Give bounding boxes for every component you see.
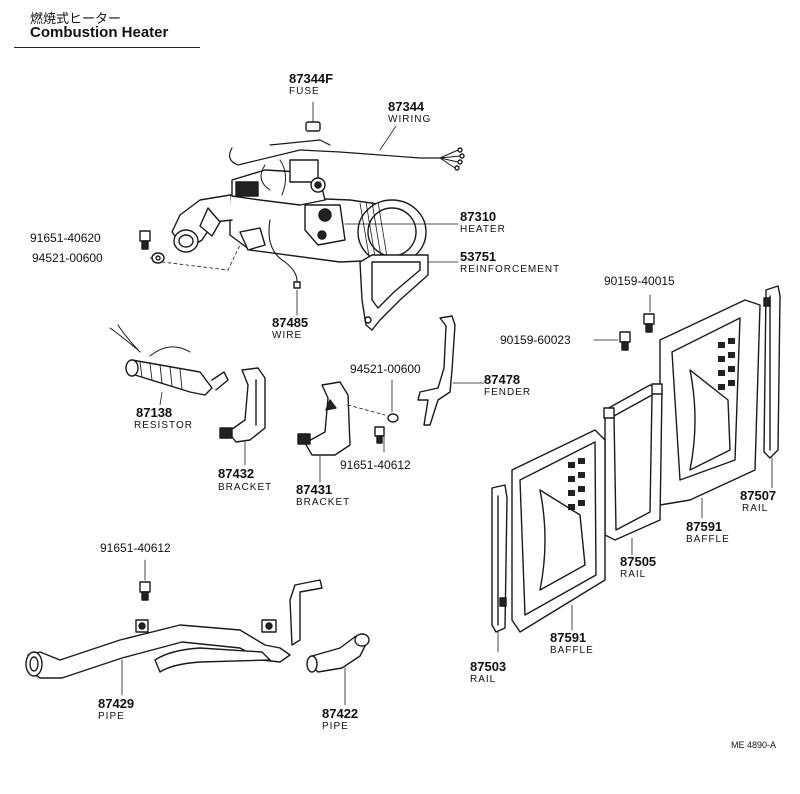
bracket-87431-illustration: [297, 381, 351, 456]
part-name-bracket-87431: BRACKET: [296, 497, 351, 508]
bolt-91651-40620: [139, 230, 151, 250]
part-number-87429: 87429: [98, 696, 135, 711]
part-number-87344F: 87344F: [289, 71, 334, 86]
part-name-fender: FENDER: [484, 387, 532, 398]
part-number-87591-front: 87591: [550, 630, 587, 645]
part-number-87485: 87485: [272, 315, 309, 330]
fender-87478-illustration: [417, 315, 456, 426]
title-english: Combustion Heater: [30, 24, 169, 41]
baffle-87591b-illustration: [511, 429, 606, 633]
part-number-87432: 87432: [218, 466, 255, 481]
fastener-94521-00600-left: 94521-00600: [32, 251, 103, 265]
washer-94521-00600: [151, 252, 165, 264]
part-name-reinforcement: REINFORCEMENT: [460, 264, 561, 275]
part-number-87422: 87422: [322, 706, 359, 721]
part-number-87505: 87505: [620, 554, 657, 569]
part-number-87344: 87344: [388, 99, 425, 114]
pipe-87429-illustration: [25, 579, 323, 679]
resistor-illustration: [109, 324, 229, 396]
pipe-87422-illustration: [306, 633, 370, 673]
fastener-91651-40620: 91651-40620: [30, 231, 101, 245]
part-name-heater: HEATER: [460, 224, 506, 235]
fastener-91651-40612-bracket: 91651-40612: [340, 458, 411, 472]
title-underline: [14, 47, 200, 48]
heater-illustration: [171, 101, 465, 331]
part-name-pipe-87422: PIPE: [322, 721, 349, 732]
part-number-87431: 87431: [296, 482, 333, 497]
bracket-87432-illustration: [219, 367, 266, 443]
part-number-87138: 87138: [136, 405, 173, 420]
part-name-baffle-rear: BAFFLE: [686, 534, 730, 545]
part-name-rail-87507: RAIL: [742, 503, 769, 514]
rail-87503-illustration: [491, 484, 508, 633]
part-number-87503: 87503: [470, 659, 507, 674]
part-name-wire: WIRE: [272, 330, 303, 341]
fastener-90159-40015: 90159-40015: [604, 274, 675, 288]
part-number-87507: 87507: [740, 488, 777, 503]
part-name-fuse: FUSE: [289, 86, 320, 97]
fastener-90159-60023: 90159-60023: [500, 333, 571, 347]
fastener-94521-00600-right: 94521-00600: [350, 362, 421, 376]
baffle-87591a-illustration: [659, 299, 761, 506]
title-japanese: 燃焼式ヒーター: [30, 12, 122, 27]
part-name-wiring: WIRING: [388, 114, 432, 125]
drawing-code: ME 4890-A: [730, 740, 776, 750]
rail-87505-illustration: [603, 383, 663, 541]
part-number-53751: 53751: [460, 249, 497, 264]
rail-87507-illustration: [763, 285, 781, 459]
part-number-87310: 87310: [460, 209, 497, 224]
part-name-rail-87505: RAIL: [620, 569, 647, 580]
part-number-87478: 87478: [484, 372, 521, 387]
part-name-bracket-87432: BRACKET: [218, 482, 273, 493]
part-name-baffle-front: BAFFLE: [550, 645, 594, 656]
fastener-91651-40612-pipe: 91651-40612: [100, 541, 171, 555]
part-name-rail-87503: RAIL: [470, 674, 497, 685]
part-name-resistor: RESISTOR: [134, 420, 193, 431]
part-number-87591-rear: 87591: [686, 519, 723, 534]
part-name-pipe-87429: PIPE: [98, 711, 125, 722]
